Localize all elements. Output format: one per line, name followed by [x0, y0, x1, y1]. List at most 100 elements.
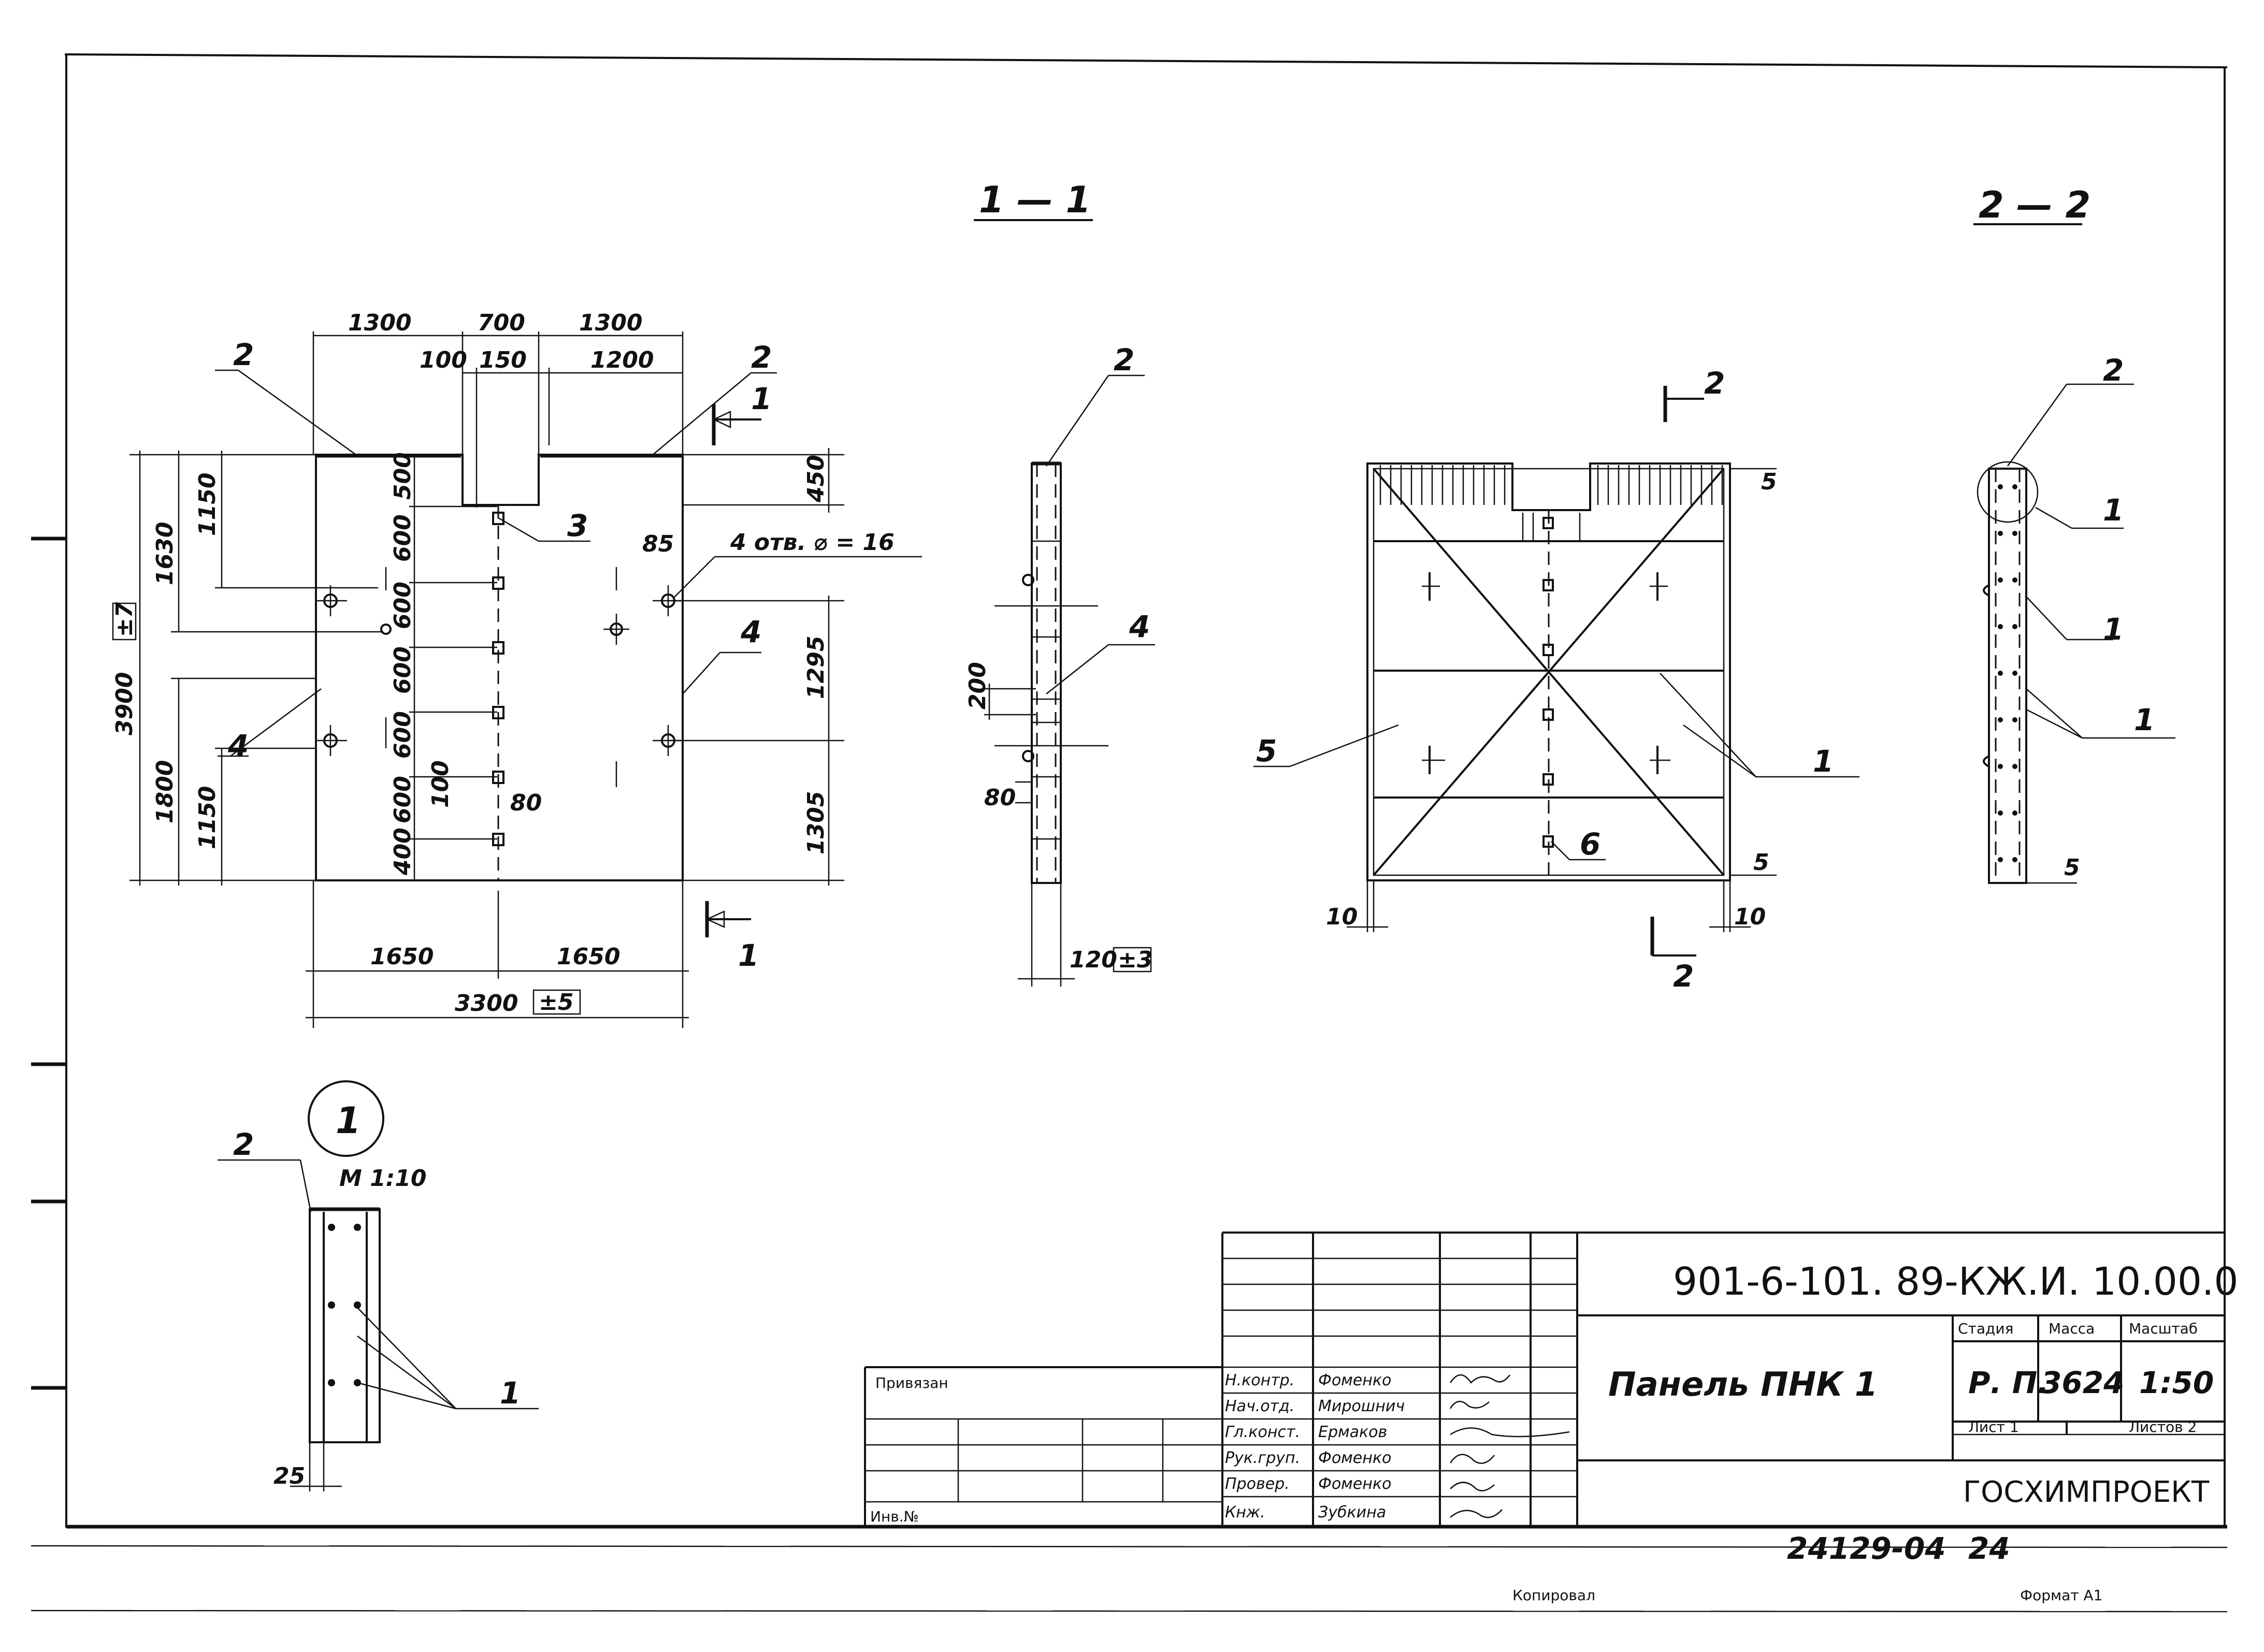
callout-2-right: 2 — [751, 340, 772, 375]
dim-right-1295: 1295 — [803, 636, 829, 699]
callout-2-left: 2 — [233, 337, 254, 372]
drawing-frame — [31, 53, 2228, 1613]
holes-note: 4 отв. ⌀ = 16 — [730, 529, 895, 556]
footer: 24129-04 24 Копировал Формат А1 — [1512, 1531, 2102, 1604]
dim-bottom-total: 3300 — [455, 990, 518, 1017]
dim-inner-600d: 600 — [390, 711, 416, 759]
section-2-2-dots — [1998, 484, 2017, 862]
detail-1-mark: 1 — [336, 1099, 361, 1142]
section-2-2-callout-1b: 1 — [2103, 612, 2124, 647]
detail-1-callout-2: 2 — [233, 1127, 254, 1162]
dim-top-right: 1300 — [579, 310, 642, 336]
detail-1-scale: М 1:10 — [339, 1165, 427, 1192]
side-view: 200 80 120 ±3 2 4 — [964, 342, 1155, 987]
drawing-title: Панель ПНК 1 — [1608, 1366, 1878, 1404]
dim-top2-c: 1200 — [590, 347, 654, 373]
role-nach-otd: Нач.отд. — [1225, 1397, 1294, 1415]
sheets-label: Листов 2 — [2129, 1418, 2197, 1436]
detail-1: 1 М 1:10 2 1 25 — [218, 1080, 539, 1491]
sheet-label: Лист 1 — [1968, 1418, 2019, 1436]
dim-bottom-left: 1650 — [370, 944, 434, 970]
dim-inner-600b: 600 — [390, 582, 416, 629]
dim-inner-600c: 600 — [390, 646, 416, 694]
dim-right-450: 450 — [803, 455, 829, 503]
dim-inner-500: 500 — [390, 452, 416, 500]
dim-top2-a: 100 — [420, 347, 467, 373]
rebar-callout-6: 6 — [1580, 827, 1600, 862]
hole-marks — [316, 567, 683, 787]
footer-number: 24129-04 — [1787, 1531, 1946, 1566]
rebar-cut-mark-bottom: 2 — [1673, 959, 1694, 994]
mass-label: Масса — [2049, 1320, 2095, 1337]
dim-top-mid: 700 — [478, 310, 525, 336]
side-dim-80: 80 — [984, 785, 1016, 811]
rebar-view: 5 1 6 2 2 10 10 5 5 — [1253, 366, 1859, 994]
inv-label: Инв.№ — [870, 1508, 919, 1525]
dim-right-1305: 1305 — [803, 791, 829, 854]
callout-4-right: 4 — [740, 614, 761, 649]
side-callout-4: 4 — [1129, 609, 1150, 644]
section-2-2-cover: 5 — [2064, 854, 2080, 881]
dim-left-1630: 1630 — [152, 522, 178, 585]
dim-left-1800: 1800 — [152, 760, 178, 823]
mass-value: 3624 — [2041, 1365, 2124, 1400]
detail-1-dim-25: 25 — [273, 1463, 305, 1489]
role-prover: Провер. — [1225, 1475, 1290, 1493]
dim-inner-600e: 600 — [390, 776, 416, 823]
dim-top2-b: 150 — [479, 347, 527, 373]
callout-3: 3 — [567, 508, 588, 543]
section-2-2-callout-2: 2 — [2103, 353, 2124, 388]
role-n-kontr: Н.контр. — [1225, 1371, 1294, 1389]
rebar-callout-5: 5 — [1256, 733, 1277, 769]
dim-left-tol: ±7 — [111, 602, 138, 637]
signatures — [1449, 1374, 1570, 1518]
rebar-dim-10-right: 10 — [1734, 904, 1766, 930]
dim-inner-80: 80 — [510, 790, 542, 816]
section-1-1-title: 1 — 1 — [979, 179, 1091, 221]
cut-mark-1-top: 1 — [751, 381, 772, 416]
rebar-callout-1: 1 — [1813, 744, 1834, 779]
side-dim-200: 200 — [964, 662, 991, 709]
footer-copied: Копировал — [1512, 1587, 1595, 1604]
rebar-cover-bottom: 5 — [1753, 849, 1769, 876]
rebar-top-ticks-right — [1597, 465, 1723, 505]
dim-bottom-tol: ±5 — [539, 989, 573, 1016]
dim-inner-400: 400 — [390, 828, 416, 876]
rebar-top-ticks-left — [1379, 465, 1506, 505]
doc-code: 901-6-101. 89-КЖ.И. 10.00.0 — [1673, 1259, 2239, 1304]
scale-value: 1:50 — [2139, 1365, 2214, 1400]
dim-bottom-right: 1650 — [557, 944, 620, 970]
rebar-cover-top: 5 — [1761, 469, 1777, 495]
name-6: Зубкина — [1318, 1503, 1386, 1521]
dim-left-total: 3900 — [111, 672, 138, 735]
dim-inner-600a: 600 — [390, 514, 416, 562]
name-3: Ермаков — [1318, 1423, 1387, 1441]
organization: ГОСХИМПРОЕКТ — [1963, 1475, 2210, 1509]
role-knzh: Кнж. — [1225, 1503, 1265, 1521]
section-2-2-title: 2 — 2 — [1979, 184, 2090, 226]
section-2-2-callout-1a: 1 — [2103, 492, 2124, 528]
side-callout-2: 2 — [1114, 342, 1134, 378]
dim-inner-100: 100 — [427, 760, 454, 808]
rebar-dim-10-left: 10 — [1326, 904, 1358, 930]
dim-left-1150b: 1150 — [194, 786, 221, 849]
section-2-2: 2 — 2 2 1 1 1 5 — [1973, 184, 2175, 884]
name-2: Мирошнич — [1318, 1397, 1405, 1415]
name-4: Фоменко — [1318, 1449, 1391, 1467]
scale-label: Масштаб — [2129, 1320, 2198, 1337]
section-2-2-callout-1c: 1 — [2134, 702, 2155, 737]
side-tol: ±3 — [1118, 947, 1152, 973]
rebar-cut-mark-top: 2 — [1704, 366, 1725, 401]
stage-value: Р. П. — [1968, 1365, 2049, 1400]
cut-mark-1-bottom: 1 — [738, 938, 759, 973]
name-1: Фоменко — [1318, 1371, 1391, 1389]
dim-left-1150a: 1150 — [194, 473, 221, 536]
dim-inner-85: 85 — [642, 531, 674, 557]
section-1-1: 1 — 1 1300 700 1300 100 150 1200 3900 — [111, 179, 1093, 1028]
stage-label: Стадия — [1958, 1320, 2013, 1337]
title-block: Привязан Инв.№ Н.контр. Нач.отд. Гл.конс… — [864, 1231, 2239, 1527]
footer-page: 24 — [1968, 1531, 2010, 1566]
name-5: Фоменко — [1318, 1475, 1391, 1493]
role-ruk-grup: Рук.груп. — [1225, 1449, 1300, 1467]
